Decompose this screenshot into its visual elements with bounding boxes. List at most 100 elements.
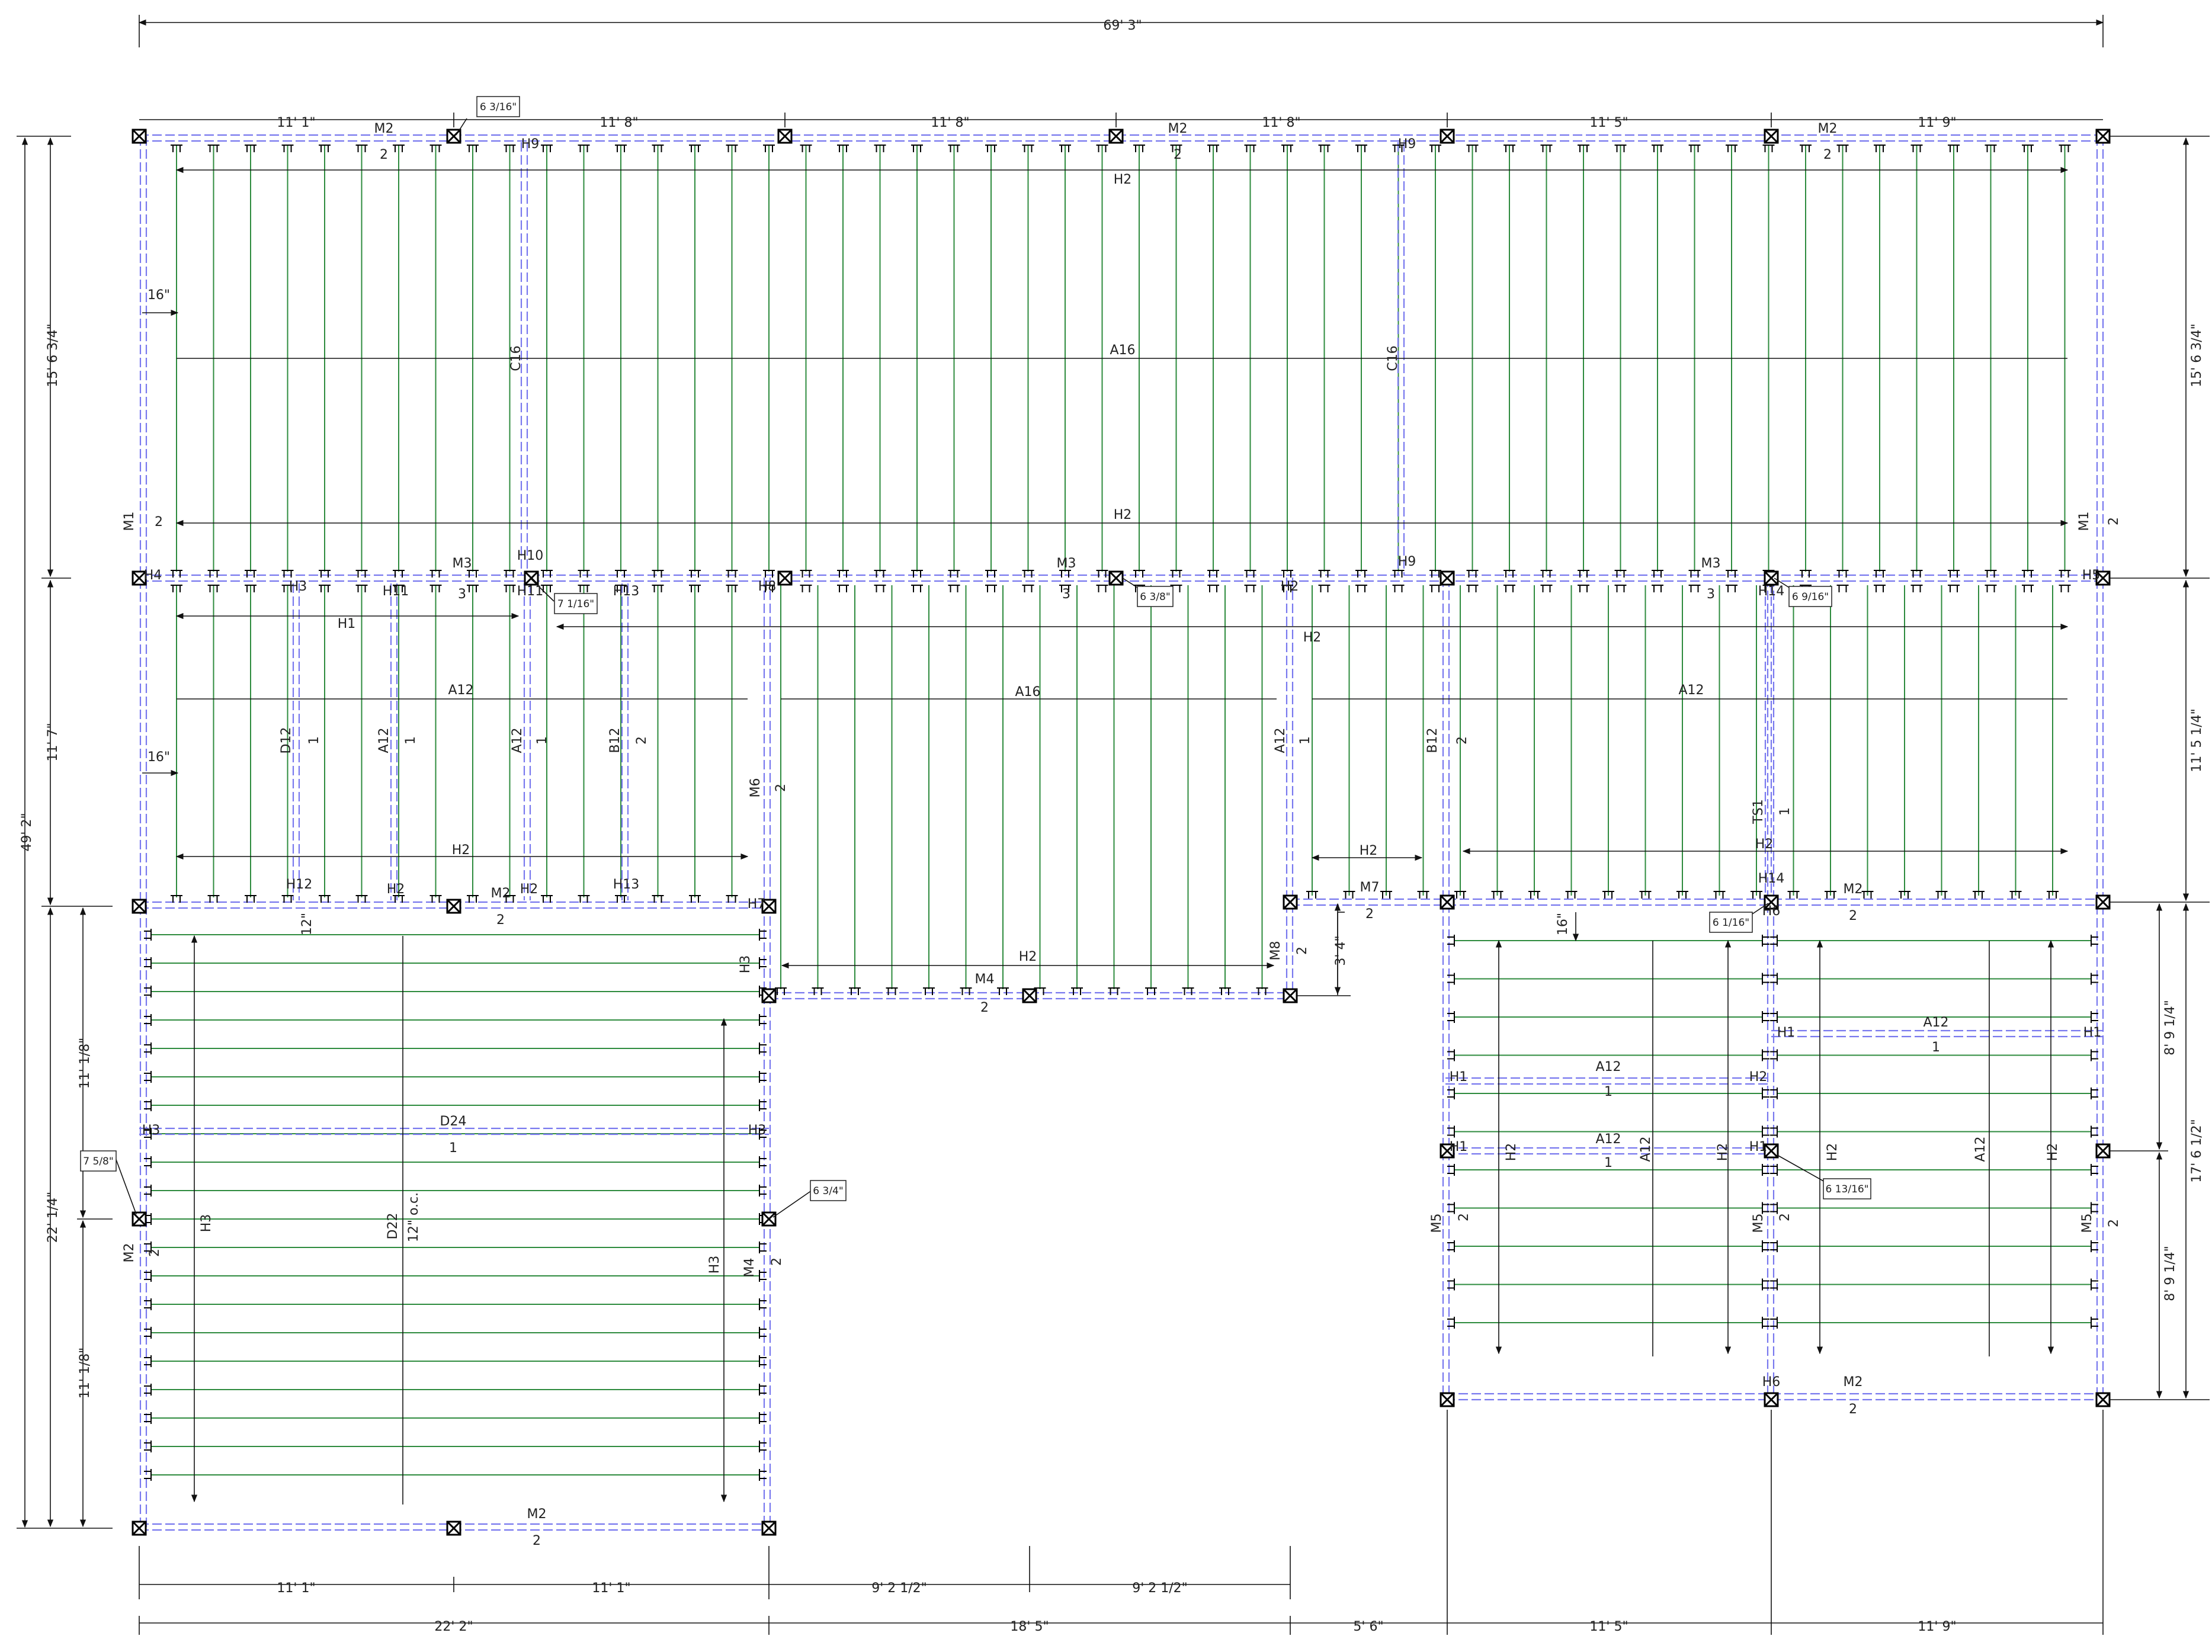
hanger-h9-3: H9	[1398, 554, 1416, 569]
joist-hanger	[1318, 585, 1331, 592]
top-dim-5: 11' 5"	[1589, 116, 1628, 130]
joist-hanger	[759, 1355, 767, 1367]
beam-m5-2-ply: 2	[1778, 1213, 1793, 1221]
joist-hanger	[1713, 891, 1726, 899]
joist-hanger	[812, 987, 824, 995]
joist-hanger	[144, 929, 152, 941]
joist-hanger	[1602, 891, 1614, 899]
a12-r3-ply: 1	[1932, 1040, 1940, 1055]
joist-hanger	[319, 570, 331, 578]
hanger-h13-b: H13	[613, 877, 640, 892]
joist-hanger	[1652, 570, 1663, 578]
a12-r2-ply: 1	[1604, 1156, 1612, 1170]
overall-width-label: 69' 3"	[1103, 18, 1142, 33]
beam-m6-ply: 2	[774, 784, 788, 792]
joist-hanger	[763, 570, 775, 578]
hanger-h11-a: H11	[383, 584, 409, 599]
right-lower-a-dim: 8' 9 1/4"	[2163, 1000, 2178, 1056]
joist-hanger	[911, 145, 923, 152]
post-icon	[1764, 1392, 1779, 1407]
joist-hanger	[578, 570, 590, 578]
joist-hanger	[763, 585, 775, 592]
joist-a16-mid: A16	[1015, 685, 1040, 700]
joist-hanger	[1096, 570, 1108, 578]
joist-hanger	[759, 1242, 767, 1253]
hanger-h1-b: H1	[1777, 1025, 1796, 1040]
joist-hanger	[467, 895, 479, 903]
offset-callouts: 6 3/16" 7 1/16" 6 3/8" 6 9/16" 6 1/16" 7…	[80, 96, 1871, 1218]
joist-hanger	[615, 585, 627, 592]
joist-hanger	[1973, 891, 1985, 899]
post-icon	[132, 129, 147, 144]
joist-hanger	[985, 145, 997, 152]
hanger-h3-a: H3	[289, 579, 307, 594]
hanger-h14-a: H14	[1758, 584, 1785, 599]
joist-hanger	[1392, 145, 1405, 152]
joist-hanger	[689, 570, 701, 578]
joist-hanger	[1688, 145, 1701, 152]
hanger-h10: H10	[517, 548, 544, 563]
joist-hanger	[1948, 145, 1960, 152]
joist-hanger	[281, 145, 294, 152]
joist-hanger	[1503, 145, 1515, 152]
joist-hanger	[393, 585, 405, 592]
joist-hanger	[759, 1298, 767, 1310]
joist-hanger	[1762, 1125, 1769, 1138]
joist-hanger	[1614, 145, 1627, 152]
beam-m4-lower: M4	[742, 1258, 757, 1278]
beam-m3-2: M3	[1057, 556, 1076, 571]
hanger-h1-e: H1	[1450, 1140, 1468, 1154]
hanger-h2-k: H2	[1749, 1070, 1768, 1085]
joist-hanger	[2091, 973, 2098, 985]
joist-hanger	[1528, 891, 1540, 899]
hanger-h2-h: H2	[387, 882, 405, 897]
hanger-h3-f: H3	[707, 1256, 722, 1274]
joist-hanger	[1787, 891, 1800, 899]
joist-hanger	[144, 957, 152, 969]
joist-hanger	[1614, 585, 1627, 592]
joist-hanger	[689, 895, 701, 903]
post-icon	[1283, 894, 1298, 910]
beam-m2-br: M2	[1844, 1375, 1863, 1390]
joist-hanger	[2091, 1011, 2098, 1023]
joist-hanger	[1022, 570, 1034, 578]
span-arrows	[142, 166, 2069, 1505]
bottom-dim-2: 11' 1"	[592, 1581, 630, 1596]
joist-hanger	[541, 895, 553, 903]
post-icon	[1440, 570, 1455, 586]
joist-hanger	[837, 585, 849, 592]
joist-d22-spacing: 12" o.c.	[406, 1192, 421, 1242]
joist-hanger	[726, 895, 738, 903]
beam-m3-3-ply: 3	[1707, 587, 1715, 602]
joist-a16-top: A16	[1110, 343, 1135, 358]
beam-m1-right-ply: 2	[2107, 517, 2121, 525]
hanger-h6-a: H6	[1762, 904, 1781, 919]
joist-hanger	[171, 585, 182, 592]
joist-hanger	[1910, 570, 1923, 578]
joist-hanger	[985, 585, 997, 592]
joist-hanger	[1429, 585, 1441, 592]
joist-hanger	[800, 585, 812, 592]
post-icon	[1440, 129, 1455, 144]
joist-hanger	[1491, 891, 1503, 899]
joist-hanger	[144, 1071, 152, 1083]
joist-hanger	[144, 1355, 152, 1367]
joist-hanger	[1447, 1317, 1455, 1329]
joist-hanger	[759, 1384, 767, 1396]
beam-m4: M4	[975, 972, 995, 987]
joist-hanger	[504, 585, 516, 592]
joist-hanger	[1910, 585, 1923, 592]
joist-hanger	[207, 895, 220, 903]
beam-ts1: TS1	[1751, 799, 1766, 824]
joist-hanger	[1447, 1011, 1455, 1023]
beam-m5-2: M5	[1751, 1214, 1766, 1233]
joist-hanger	[948, 570, 960, 578]
callout-2: 7 1/16"	[557, 598, 594, 610]
beam-m2-bottom-ply: 2	[533, 1534, 541, 1548]
joist-hanger	[1762, 1011, 1769, 1023]
bottom-total-4: 11' 5"	[1589, 1619, 1628, 1634]
hanger-h2-f: H2	[1360, 843, 1378, 858]
hanger-h2-m: H2	[1716, 1143, 1730, 1162]
joist-hanger	[759, 1469, 767, 1481]
joist-hanger	[1639, 891, 1652, 899]
